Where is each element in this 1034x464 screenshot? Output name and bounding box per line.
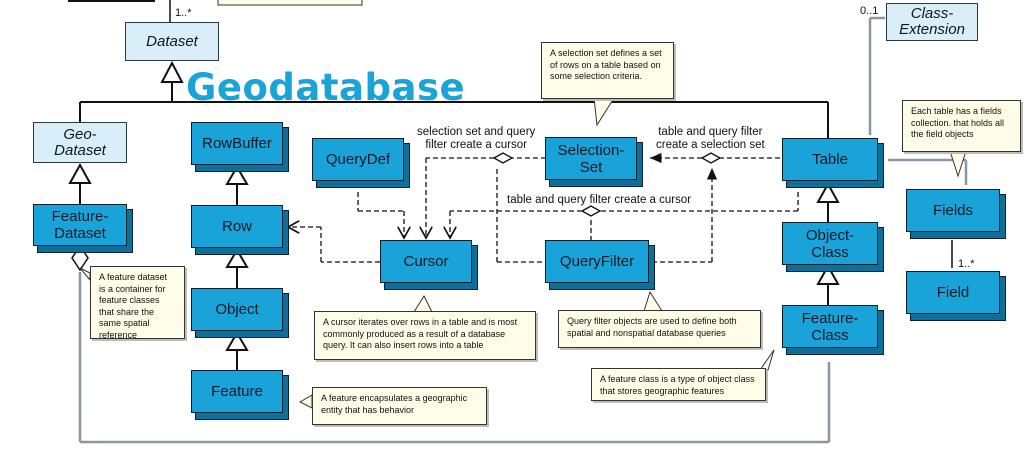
table-query-selection-label: table and query filter create a selectio…	[656, 126, 765, 151]
object-label: Object	[215, 301, 259, 318]
queryfilter-note: Query filter objects are used to define …	[558, 310, 761, 348]
feature-note: A feature encapsulates a geographic enti…	[312, 387, 487, 425]
rowbuffer-class[interactable]: RowBuffer	[191, 122, 283, 165]
table-label: Table	[812, 151, 848, 168]
rowbuffer-label: RowBuffer	[202, 135, 272, 152]
feature-label: Feature	[211, 383, 263, 400]
selection-set-note: A selection set defines a set of rows on…	[541, 42, 674, 99]
row-class[interactable]: Row	[191, 205, 283, 248]
geo-dataset-class[interactable]: Geo- Dataset	[33, 122, 127, 163]
selection-set-class[interactable]: Selection- Set	[545, 137, 637, 180]
feature-dataset-label: Feature- Dataset	[51, 208, 109, 242]
feature-dataset-note: A feature dataset is a container for fea…	[90, 266, 185, 340]
fields-note: Each table has a fields collection. that…	[902, 100, 1021, 152]
selection-set-label: Selection- Set	[557, 141, 625, 176]
row-label: Row	[221, 218, 252, 235]
feature-class-class[interactable]: Feature- Class	[782, 305, 878, 348]
fields-class[interactable]: Fields	[906, 189, 1000, 232]
feature-class-box[interactable]: Feature	[191, 370, 283, 413]
querydef-class[interactable]: QueryDef	[312, 138, 404, 181]
geo-dataset-label: Geo- Dataset	[54, 125, 106, 159]
featuredataset-inherits-geodataset	[68, 162, 92, 204]
dependency-diamonds	[492, 152, 722, 217]
queryfilter-label: QueryFilter	[559, 253, 635, 270]
aggregation-diamond	[71, 244, 89, 272]
top-edge-boxes	[68, 0, 363, 6]
class-extension-label: Class- Extension	[899, 5, 965, 38]
object-class-class[interactable]: Object- Class	[782, 222, 878, 265]
selection-query-cursor-label: selection set and query filter create a …	[417, 126, 536, 151]
class-extension-multiplicity: 0..1	[860, 5, 879, 17]
feature-dataset-class[interactable]: Feature- Dataset	[33, 204, 127, 246]
dataset-label: Dataset	[146, 32, 198, 50]
querydef-label: QueryDef	[325, 151, 391, 168]
field-class[interactable]: Field	[906, 271, 1000, 314]
table-query-cursor-label: table and query filter create a cursor	[507, 194, 692, 206]
table-class[interactable]: Table	[782, 138, 878, 181]
cursor-note: A cursor iterates over rows in a table a…	[314, 311, 536, 360]
feature-class-note: A feature class is a type of object clas…	[591, 368, 766, 401]
featuredataset-contains-featureclass	[78, 272, 831, 444]
field-multiplicity: 1..*	[958, 258, 975, 270]
table-hierarchy	[816, 181, 840, 305]
class-extension-class[interactable]: Class- Extension	[886, 3, 978, 41]
field-label: Field	[936, 284, 970, 301]
feature-class-label: Feature- Class	[801, 309, 859, 344]
geodatabase-title: Geodatabase	[186, 66, 466, 109]
row-hierarchy	[225, 165, 249, 370]
dataset-multiplicity: 1..*	[175, 7, 192, 19]
fields-label: Fields	[932, 202, 973, 219]
object-class-label: Object- Class	[805, 226, 855, 261]
queryfilter-class[interactable]: QueryFilter	[545, 240, 649, 283]
cursor-label: Cursor	[403, 253, 449, 270]
dataset-class[interactable]: Dataset	[125, 22, 219, 61]
cursor-class[interactable]: Cursor	[380, 240, 472, 283]
dataset-generalization	[79, 60, 829, 140]
object-class-box[interactable]: Object	[191, 288, 283, 331]
